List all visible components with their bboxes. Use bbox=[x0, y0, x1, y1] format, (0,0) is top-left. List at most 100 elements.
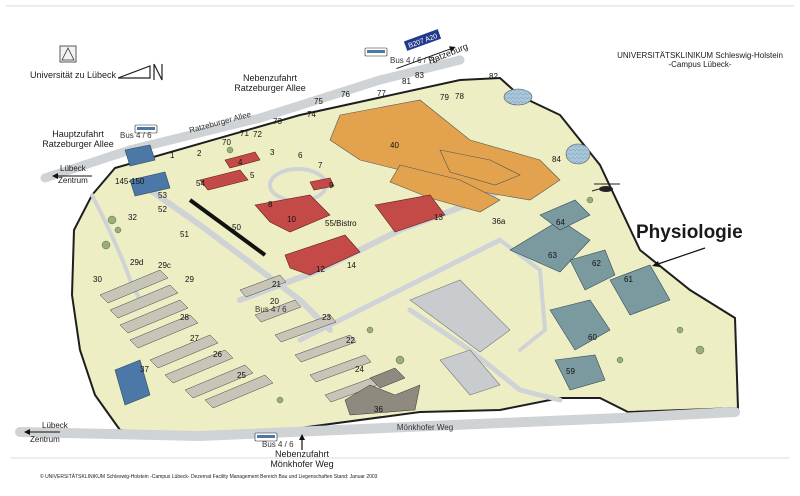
haupt-label-1: Hauptzufahrt bbox=[52, 129, 104, 139]
building-26[interactable]: 26 bbox=[213, 350, 222, 359]
neben-bottom-label-2: Mönkhofer Weg bbox=[270, 459, 333, 469]
building-70[interactable]: 70 bbox=[222, 138, 231, 147]
building-rows bbox=[99, 269, 387, 409]
building-63[interactable]: 63 bbox=[548, 251, 557, 260]
pond-east-hatch bbox=[566, 144, 590, 164]
building-79[interactable]: 79 bbox=[440, 93, 449, 102]
university-name: Universität zu Lübeck bbox=[30, 70, 117, 80]
building-84[interactable]: 84 bbox=[552, 155, 561, 164]
bus-icon-haupt bbox=[134, 124, 158, 134]
neben-bottom-label-1: Nebenzufahrt bbox=[275, 449, 330, 459]
building-29d[interactable]: 29d bbox=[130, 258, 143, 267]
building-7[interactable]: 7 bbox=[318, 161, 323, 170]
building-27[interactable]: 27 bbox=[190, 334, 199, 343]
building-8[interactable]: 8 bbox=[268, 200, 273, 209]
building-25[interactable]: 25 bbox=[237, 371, 246, 380]
building-21[interactable]: 21 bbox=[272, 280, 281, 289]
building-12[interactable]: 12 bbox=[316, 265, 325, 274]
physiologie-pointer bbox=[652, 247, 706, 267]
haupt-label-2: Ratzeburger Allee bbox=[42, 139, 114, 149]
building-4[interactable]: 4 bbox=[238, 158, 243, 167]
building-29c[interactable]: 29c bbox=[158, 261, 171, 270]
university-seal-icon bbox=[59, 45, 77, 63]
building-83[interactable]: 83 bbox=[415, 71, 424, 80]
building-59[interactable]: 59 bbox=[566, 367, 575, 376]
building-10[interactable]: 10 bbox=[287, 215, 296, 224]
luebeck-bottom-2: Zentrum bbox=[30, 435, 60, 444]
building-55-bistro[interactable]: 55/Bistro bbox=[325, 219, 357, 228]
neben-top-label-1: Nebenzufahrt bbox=[243, 73, 298, 83]
building-54[interactable]: 54 bbox=[196, 179, 205, 188]
road-south-link bbox=[407, 307, 563, 403]
neben-bottom-arrow bbox=[299, 434, 305, 450]
building-52[interactable]: 52 bbox=[158, 205, 167, 214]
pond-north-hatch bbox=[504, 89, 532, 105]
north-arrow-icon bbox=[117, 63, 163, 81]
building-74[interactable]: 74 bbox=[307, 110, 316, 119]
building-14[interactable]: 14 bbox=[347, 261, 356, 270]
building-73[interactable]: 73 bbox=[273, 117, 282, 126]
building-62[interactable]: 62 bbox=[592, 259, 601, 268]
neben-top-label-2: Ratzeburger Allee bbox=[234, 83, 306, 93]
building-23[interactable]: 23 bbox=[322, 313, 331, 322]
building-77[interactable]: 77 bbox=[377, 89, 386, 98]
building-76[interactable]: 76 bbox=[341, 90, 350, 99]
bus-icon-bottom bbox=[254, 432, 278, 442]
building-51[interactable]: 51 bbox=[180, 230, 189, 239]
bus-label-bottom: Bus 4 / 6 bbox=[262, 440, 294, 449]
building-24[interactable]: 24 bbox=[355, 365, 364, 374]
building-50-dark-line bbox=[188, 198, 267, 257]
building-75[interactable]: 75 bbox=[314, 97, 323, 106]
road-inner-south bbox=[297, 237, 503, 343]
luebeck-bottom-1: Lübeck bbox=[42, 421, 69, 430]
building-20[interactable]: 20 bbox=[270, 297, 279, 306]
building-2[interactable]: 2 bbox=[197, 149, 202, 158]
building-72[interactable]: 72 bbox=[253, 130, 262, 139]
building-13[interactable]: 13 bbox=[434, 213, 443, 222]
road-inner-west bbox=[147, 187, 333, 333]
building-37[interactable]: 37 bbox=[140, 365, 149, 374]
building-36-complex bbox=[344, 367, 421, 416]
building-60[interactable]: 60 bbox=[588, 333, 597, 342]
building-71[interactable]: 71 bbox=[240, 129, 249, 138]
hospital-name-line1: UNIVERSITÄTSKLINIKUM Schleswig-Holstein bbox=[617, 51, 783, 60]
building-36a[interactable]: 36a bbox=[492, 217, 506, 226]
building-5[interactable]: 5 bbox=[250, 171, 255, 180]
footer-text: © UNIVERSITÄTSKLINIKUM Schleswig-Holstei… bbox=[40, 473, 378, 480]
building-81[interactable]: 81 bbox=[402, 77, 411, 86]
red-buildings bbox=[199, 151, 446, 276]
building-6[interactable]: 6 bbox=[298, 151, 303, 160]
building-30[interactable]: 30 bbox=[93, 275, 102, 284]
building-22[interactable]: 22 bbox=[346, 336, 355, 345]
tree-clusters bbox=[101, 146, 705, 404]
building-3[interactable]: 3 bbox=[270, 148, 275, 157]
main-clinic-complex bbox=[329, 99, 561, 213]
building-9[interactable]: 9 bbox=[329, 181, 334, 190]
building-78[interactable]: 78 bbox=[455, 92, 464, 101]
building-53[interactable]: 53 bbox=[158, 191, 167, 200]
luebeck-arrow-top bbox=[52, 173, 92, 179]
building-64[interactable]: 64 bbox=[556, 218, 565, 227]
building-145-150[interactable]: 145-150 bbox=[115, 177, 145, 186]
building-1[interactable]: 1 bbox=[170, 151, 175, 160]
hospital-name-line2: -Campus Lübeck- bbox=[668, 60, 731, 69]
building-36[interactable]: 36 bbox=[374, 405, 383, 414]
bus-label-haupt: Bus 4 / 6 bbox=[120, 131, 152, 140]
building-28[interactable]: 28 bbox=[180, 313, 189, 322]
building-40[interactable]: 40 bbox=[390, 141, 399, 150]
building-29[interactable]: 29 bbox=[185, 275, 194, 284]
physiologie-label[interactable]: Physiologie bbox=[636, 222, 743, 243]
ratzeburg-arrow bbox=[396, 46, 456, 70]
parking-area bbox=[409, 279, 511, 396]
road-label-moenkhofer: Mönkhofer Weg bbox=[397, 423, 453, 432]
road-moenkhofer-weg bbox=[15, 407, 740, 442]
road-east-loop bbox=[498, 238, 548, 352]
building-50[interactable]: 50 bbox=[232, 223, 241, 232]
building-82[interactable]: 82 bbox=[489, 72, 498, 81]
building-61[interactable]: 61 bbox=[624, 275, 633, 284]
road-west-curve bbox=[90, 193, 142, 302]
building-number-labels: 1 2 3 4 5 6 7 8 9 10 12 13 14 20 21 22 2… bbox=[93, 71, 633, 414]
bus-icon-top bbox=[364, 47, 388, 57]
building-32[interactable]: 32 bbox=[128, 213, 137, 222]
